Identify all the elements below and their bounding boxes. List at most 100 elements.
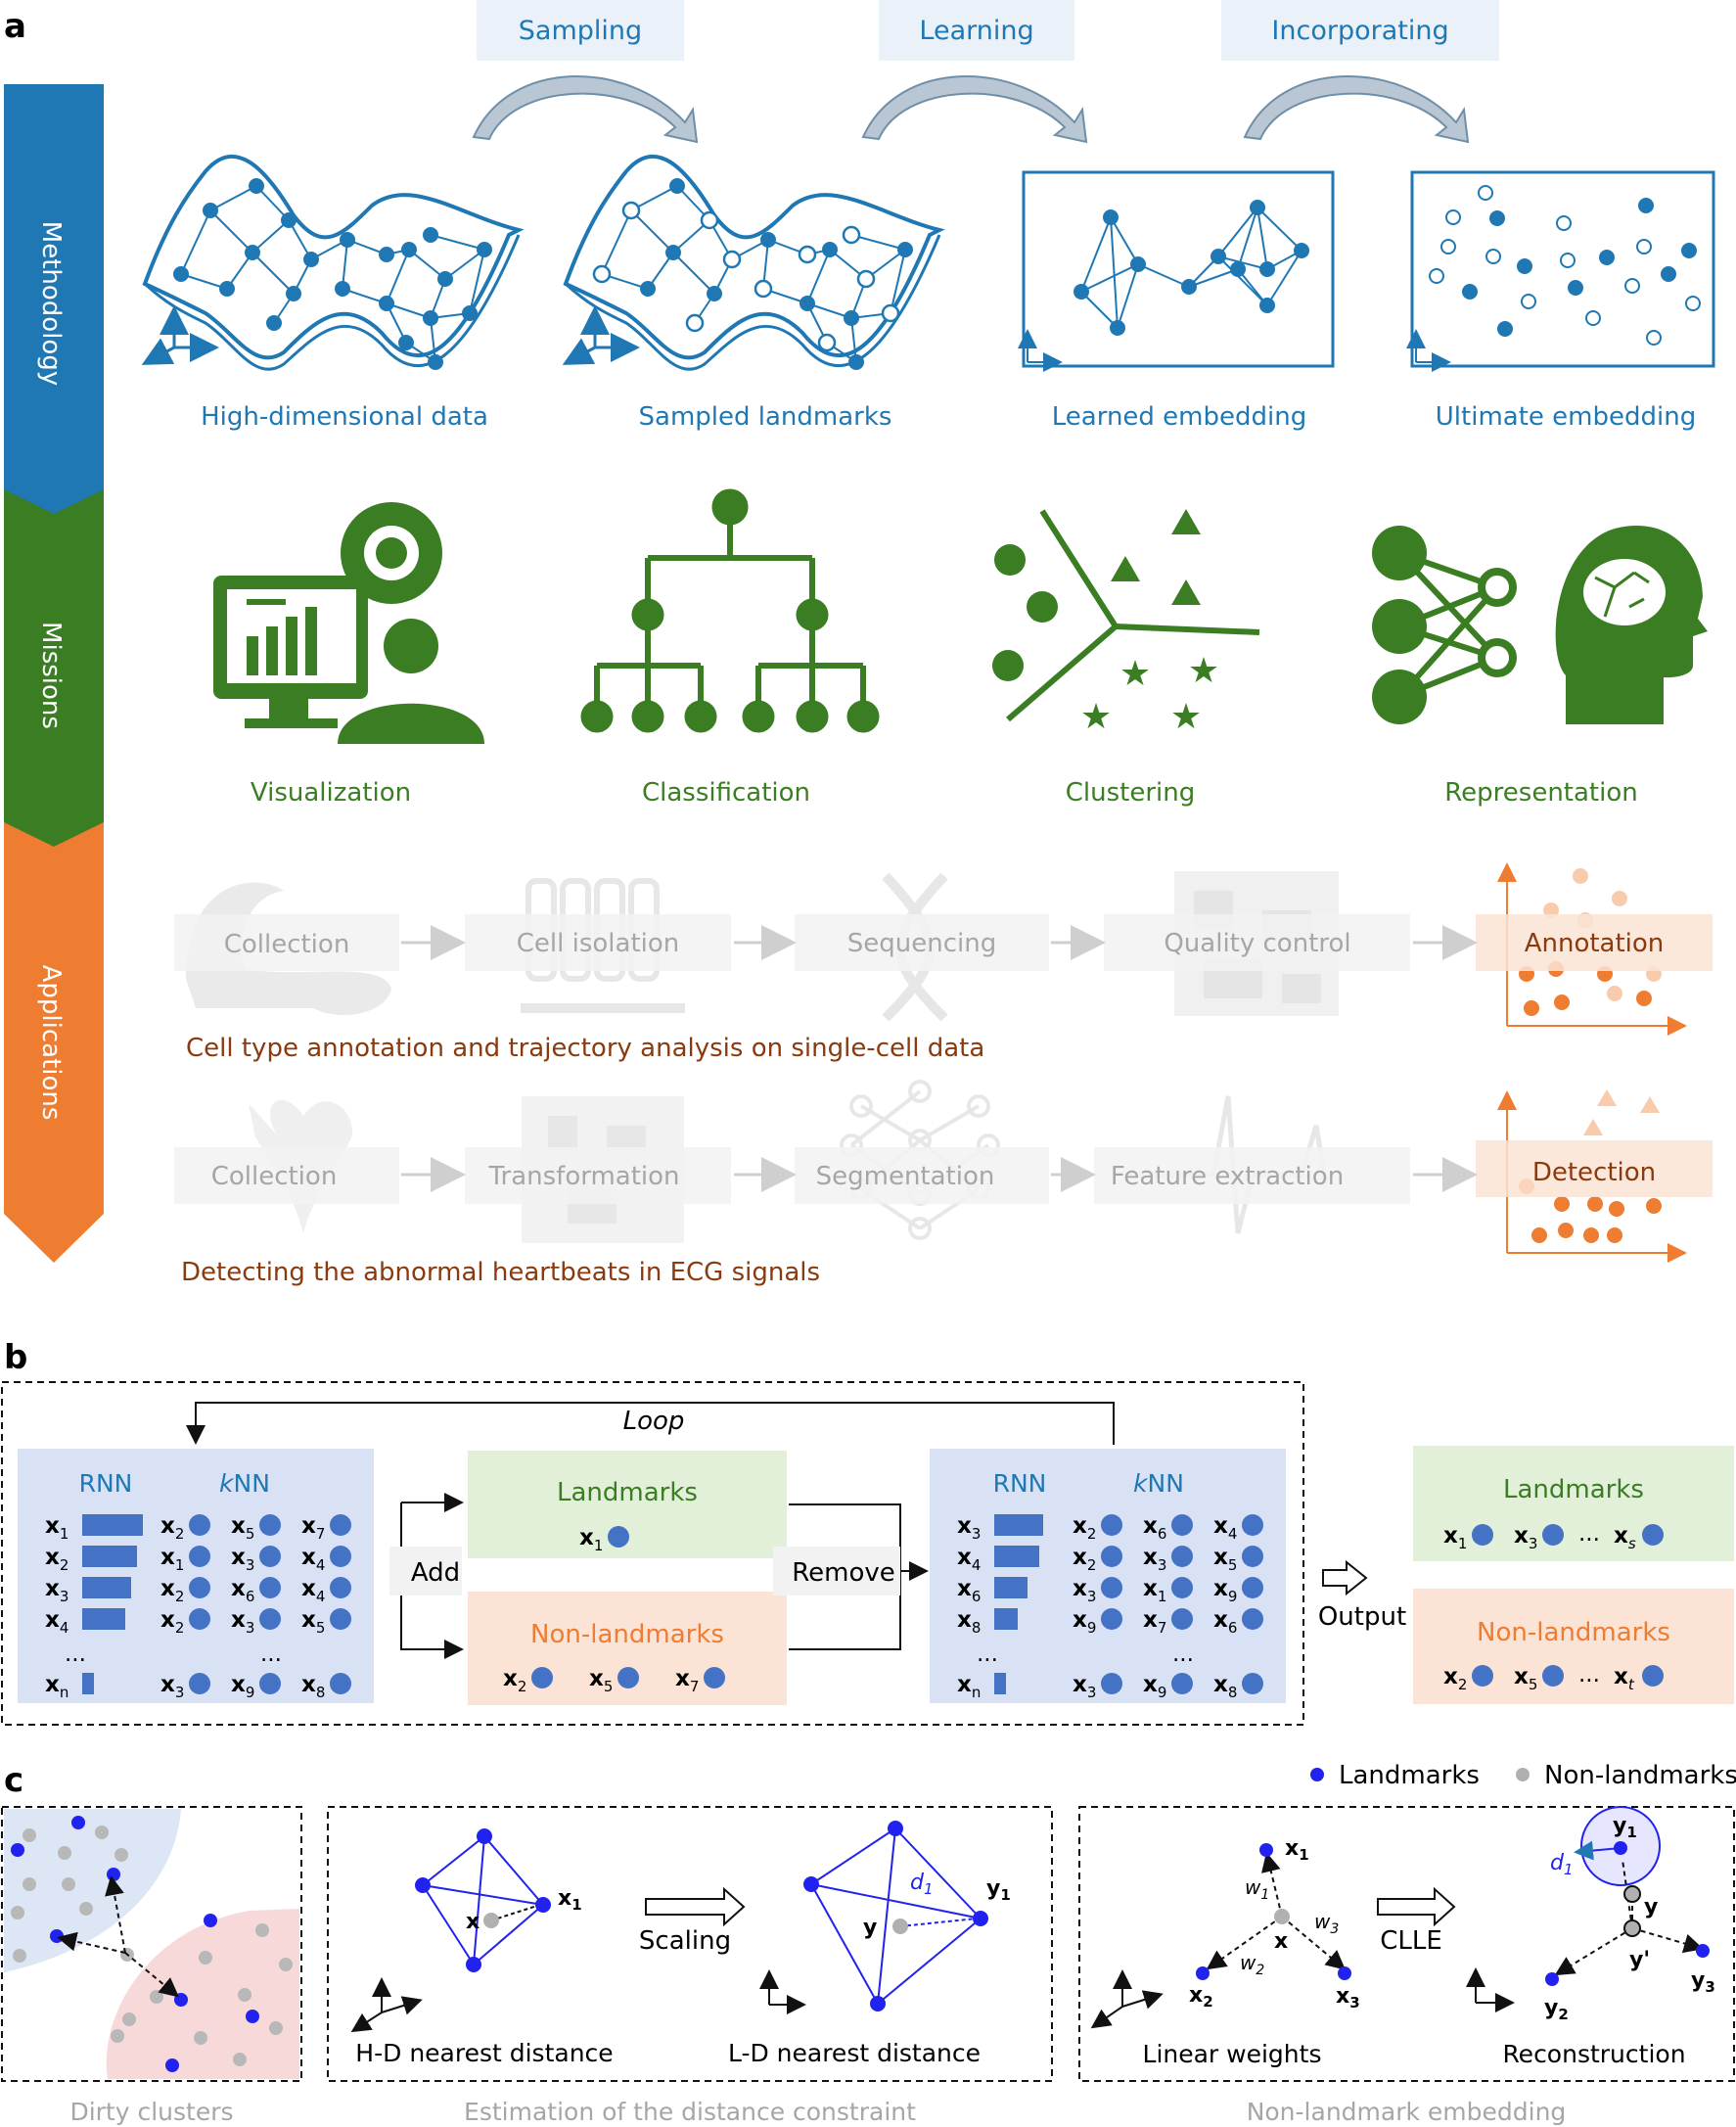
knn-label: x4 — [1213, 1513, 1237, 1543]
knn-ellipsis: ... — [1172, 1641, 1194, 1667]
knn-dot — [1171, 1673, 1193, 1694]
knn-dot — [189, 1673, 210, 1694]
dirty-clusters-frame — [1, 1806, 302, 2082]
methodology-band — [4, 84, 104, 533]
visualization-icon — [213, 502, 484, 744]
band-label-methodology: Methodology — [36, 221, 66, 386]
svg-text:x: x — [466, 1910, 480, 1934]
out-landmarks-title: Landmarks — [1503, 1475, 1644, 1504]
item-dot — [1642, 1524, 1664, 1546]
left-table-bg — [18, 1449, 374, 1703]
app2-step-segmentation: Segmentation — [816, 1162, 995, 1191]
step-box-incorporating — [1221, 0, 1499, 61]
dirty-clusters-title: Dirty clusters — [69, 2098, 233, 2126]
clle-label: CLLE — [1380, 1926, 1442, 1956]
legend-non-landmarks: Non-landmarks — [1544, 1761, 1736, 1790]
item-dot — [608, 1526, 629, 1548]
app2-boxes — [174, 1140, 1713, 1204]
svg-text:x: x — [1274, 1929, 1288, 1954]
out-landmarks-box — [1413, 1446, 1734, 1561]
caption-clustering: Clustering — [1066, 778, 1196, 808]
app1-step-sequencing: Sequencing — [847, 929, 996, 958]
svg-text:d1: d1 — [1550, 1851, 1574, 1878]
knn-dot — [330, 1577, 351, 1598]
out-non-landmarks-box — [1413, 1589, 1734, 1704]
app1-step-quality-control: Quality control — [1164, 929, 1350, 958]
knn-label: x5 — [231, 1513, 254, 1543]
rnn-bar — [82, 1673, 94, 1694]
app2-step-transformation: Transformation — [487, 1162, 679, 1191]
non-landmark-embedding-title: Non-landmark embedding — [1247, 2098, 1567, 2126]
right-rnn-header: RNN — [993, 1469, 1047, 1498]
item-dot — [704, 1667, 725, 1688]
right-table-headers: RNN kNN — [993, 1469, 1184, 1498]
row-ellipsis: ... — [977, 1641, 998, 1667]
caption-learned-embedding: Learned embedding — [1052, 402, 1306, 432]
knn-dot — [259, 1546, 281, 1567]
svg-text:y3: y3 — [1691, 1968, 1715, 1996]
distance-constraint-title: Estimation of the distance constraint — [464, 2098, 916, 2126]
svg-text:y: y — [1644, 1895, 1658, 1919]
axis-icon-5 — [1466, 1967, 1515, 2012]
knn-dot — [189, 1577, 210, 1598]
knn-dot — [259, 1608, 281, 1630]
band-label-missions: Missions — [36, 622, 66, 729]
step-incorporating: Incorporating — [1271, 16, 1448, 46]
left-table-headers: RNN kNN — [79, 1469, 270, 1498]
knn-dot — [1242, 1514, 1263, 1536]
knn-dot — [330, 1546, 351, 1567]
app1-step-annotation: Annotation — [1525, 929, 1665, 958]
linear-weights-label: Linear weights — [1143, 2040, 1322, 2068]
step-box-sampling — [477, 0, 684, 61]
add-label-bg — [389, 1547, 462, 1595]
app2-step-collection: Collection — [211, 1162, 338, 1191]
step-sampling: Sampling — [519, 16, 642, 46]
rnn-bar — [82, 1514, 143, 1536]
caption-sampled-landmarks: Sampled landmarks — [639, 402, 892, 432]
panel-b-frame — [1, 1381, 1304, 1726]
svg-text:y': y' — [1629, 1948, 1650, 1972]
item-dot — [531, 1667, 553, 1688]
svg-text:w2: w2 — [1240, 1951, 1264, 1978]
svg-text:y: y — [863, 1916, 877, 1940]
step-box-learning — [879, 0, 1074, 61]
linear-weights-graph: x1 x x2 x3 w1 w2 w3 — [1189, 1836, 1360, 2011]
caption-high-dimensional: High-dimensional data — [201, 402, 488, 432]
rnn-bar — [994, 1546, 1039, 1567]
classification-icon — [580, 488, 880, 733]
row-ellipsis: ... — [65, 1641, 86, 1667]
caption-representation: Representation — [1444, 778, 1637, 808]
loop-arrow — [186, 1402, 1115, 1445]
knn-dot — [189, 1608, 210, 1630]
applications-band — [4, 822, 104, 1263]
knn-dot — [1101, 1546, 1122, 1567]
left-rnn-header: RNN — [79, 1469, 133, 1498]
rnn-bar — [82, 1546, 137, 1567]
app1-caption: Cell type annotation and trajectory anal… — [186, 1034, 984, 1063]
svg-text:★: ★ — [1170, 697, 1202, 737]
non-landmark-embedding-frame — [1078, 1806, 1735, 2082]
svg-text:x1: x1 — [558, 1886, 582, 1914]
axis-icon-4 — [1090, 1969, 1164, 2029]
rnn-bar — [994, 1577, 1028, 1598]
rnn-bar — [994, 1608, 1018, 1630]
band-label-applications: Applications — [36, 965, 66, 1121]
knn-dot — [1242, 1608, 1263, 1630]
curved-arrows — [472, 75, 1470, 144]
dirty-clusters-plot — [4, 1809, 299, 2079]
row-label: xn — [45, 1672, 69, 1701]
svg-text:w1: w1 — [1245, 1875, 1269, 1903]
svg-text:y2: y2 — [1544, 1996, 1569, 2023]
caption-ultimate-embedding: Ultimate embedding — [1436, 402, 1696, 432]
panel-label-a: a — [4, 7, 26, 46]
knn-dot — [330, 1514, 351, 1536]
knn-dot — [1171, 1546, 1193, 1567]
representation-icon — [1372, 526, 1708, 724]
app1-step-cell-isolation: Cell isolation — [517, 929, 680, 958]
svg-text:x3: x3 — [1336, 1984, 1360, 2011]
output-arrow — [1322, 1559, 1368, 1596]
clustering-icon: ★ ★ ★ ★ — [992, 509, 1260, 737]
